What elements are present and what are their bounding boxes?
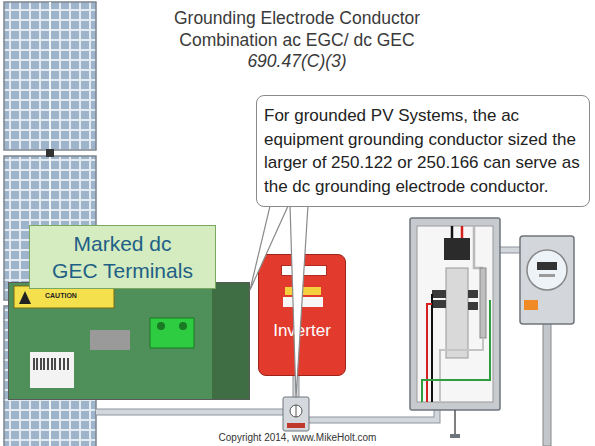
warning-text: CAUTION [45,292,121,300]
panelboard [451,226,454,240]
conduit [96,410,283,415]
conduit [309,410,437,420]
panelboard [480,268,486,338]
callout-box: For grounded PV Systems, the ac equipmen… [256,95,590,207]
panelboard [410,218,500,438]
inverter-label: Inverter [259,321,345,341]
panelboard [417,226,493,402]
utility-meter [524,300,538,310]
terminal-photo [30,352,74,388]
dc-disconnect [296,405,297,417]
utility-meter [520,236,574,324]
terminal-photo-frame: Marked dc GEC TerminalsCAUTION [8,282,250,400]
utility-meter [539,274,555,277]
callout-text: For grounded PV Systems, the ac equipmen… [264,104,582,198]
panelboard [422,300,490,402]
panelboard [468,302,478,310]
inverter-sticker [283,297,323,307]
panelboard [432,300,446,308]
terminal-photo [34,358,68,370]
panelboard [427,304,432,402]
panelboard [440,338,483,402]
panelboard [444,238,470,260]
panelboard [468,290,478,298]
dc-disconnect [287,423,305,428]
copyright-note: Copyright 2014, www.MikeHolt.com [0,431,595,445]
panelboard [431,294,433,402]
utility-meter [527,250,567,290]
panelboard [410,218,500,410]
terminal-photo [90,330,130,350]
dc-disconnect [283,397,309,431]
diagram-title: Grounding Electrode Conductor Combinatio… [168,7,426,51]
dc-disconnect [290,405,302,417]
panelboard [446,268,468,358]
panelboard [432,290,446,298]
panelboard [450,434,460,438]
terminal-photo [179,322,187,330]
panelboard [474,226,483,268]
dc-disconnect [283,397,309,431]
panelboard [461,226,464,240]
solar-array [46,149,54,157]
callout-label: Marked dc GEC Terminals [29,225,216,289]
terminal-photo [157,322,165,330]
conduit [309,410,437,420]
terminal-photo [8,282,250,400]
terminal-photo [212,282,250,400]
terminal-photo [19,291,31,304]
utility-meter [543,322,551,446]
conduit [500,247,520,254]
panelboard [454,410,456,436]
conduit [96,409,283,416]
utility-meter [520,236,574,446]
terminal-photo [8,282,250,400]
utility-meter [537,262,557,270]
terminal-photo [150,318,194,348]
conduit [500,248,520,253]
code-reference: 690.47(C)(3) [168,51,426,73]
